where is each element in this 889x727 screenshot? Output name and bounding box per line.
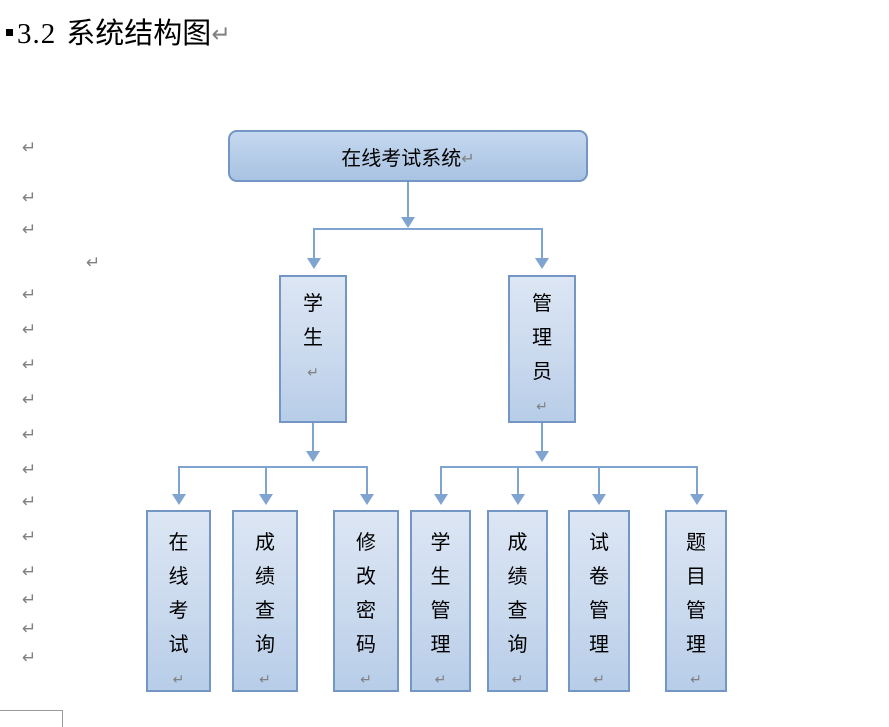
node-student-label: 学生 ↵ xyxy=(300,277,327,390)
connector-line xyxy=(541,228,543,258)
connector-arrowhead-icon xyxy=(259,494,273,505)
square-bullet-icon xyxy=(6,29,13,36)
node-root-label: 在线考试系统↵ xyxy=(341,142,474,171)
connector-arrowhead-icon xyxy=(360,494,374,505)
connector-line xyxy=(407,182,409,217)
return-mark-icon: ↵ xyxy=(536,399,548,415)
margin-return-mark-icon: ↵ xyxy=(22,390,37,410)
node-change-password-label: 修改密码 ↵ xyxy=(353,512,380,697)
node-online-exam[interactable]: 在线考试 ↵ xyxy=(146,510,211,692)
margin-return-mark-icon: ↵ xyxy=(22,355,37,375)
connector-arrowhead-icon xyxy=(307,258,321,269)
node-score-query-admin-text: 成绩查询 xyxy=(507,532,528,656)
node-admin-label: 管理员 ↵ xyxy=(529,277,556,424)
margin-return-mark-icon: ↵ xyxy=(22,619,37,639)
node-score-query-student-text: 成绩查询 xyxy=(255,532,275,656)
return-mark-icon: ↵ xyxy=(434,672,447,688)
connector-arrowhead-icon xyxy=(172,494,186,505)
node-student-management[interactable]: 学生管理 ↵ xyxy=(410,510,471,692)
margin-return-mark-icon: ↵ xyxy=(22,285,37,305)
node-student[interactable]: 学生 ↵ xyxy=(279,275,347,423)
return-mark-icon: ↵ xyxy=(172,672,185,688)
node-online-exam-text: 在线考试 xyxy=(168,532,189,656)
margin-return-mark-icon: ↵ xyxy=(22,492,37,512)
margin-return-mark-icon: ↵ xyxy=(22,188,37,208)
node-score-query-student[interactable]: 成绩查询 ↵ xyxy=(232,510,298,692)
return-mark-icon: ↵ xyxy=(360,672,372,688)
node-root[interactable]: 在线考试系统↵ xyxy=(228,130,588,182)
margin-return-mark-icon: ↵ xyxy=(22,562,37,582)
node-question-management[interactable]: 题目管理 ↵ xyxy=(665,510,727,692)
node-student-management-label: 学生管理 ↵ xyxy=(427,512,454,697)
connector-line xyxy=(517,466,519,494)
return-mark-icon: ↵ xyxy=(593,672,605,688)
connector-line xyxy=(440,466,442,494)
connector-line xyxy=(366,466,368,494)
node-paper-management-label: 试卷管理 ↵ xyxy=(586,512,613,697)
connector-arrowhead-icon xyxy=(511,494,525,505)
connector-line xyxy=(313,228,542,230)
return-mark-icon: ↵ xyxy=(461,148,475,168)
connector-arrowhead-icon xyxy=(434,494,448,505)
connector-arrowhead-icon xyxy=(306,451,320,462)
node-student-text: 学生 xyxy=(303,293,323,349)
margin-return-mark-icon: ↵ xyxy=(22,425,37,445)
return-mark-icon: ↵ xyxy=(690,672,702,688)
connector-line xyxy=(696,466,698,494)
heading-number: 3.2 xyxy=(17,18,57,50)
return-mark-icon: ↵ xyxy=(307,365,319,381)
node-change-password-text: 修改密码 xyxy=(356,532,376,656)
connector-line xyxy=(178,466,180,494)
node-root-text: 在线考试系统 xyxy=(341,147,462,170)
node-admin-text: 管理员 xyxy=(532,293,552,383)
page-border-corner xyxy=(0,710,63,727)
node-admin[interactable]: 管理员 ↵ xyxy=(508,275,576,423)
return-mark-icon: ↵ xyxy=(259,672,271,688)
connector-line xyxy=(440,466,698,468)
connector-line xyxy=(541,423,543,451)
margin-return-mark-icon: ↵ xyxy=(22,320,37,340)
margin-return-mark-icon: ↵ xyxy=(22,138,37,158)
margin-return-mark-icon: ↵ xyxy=(22,460,37,480)
return-mark-icon: ↵ xyxy=(211,21,231,48)
connector-line xyxy=(312,423,314,451)
connector-line xyxy=(265,466,267,494)
connector-arrowhead-icon xyxy=(535,451,549,462)
margin-return-mark-icon: ↵ xyxy=(86,253,101,273)
node-change-password[interactable]: 修改密码 ↵ xyxy=(333,510,399,692)
node-score-query-student-label: 成绩查询 ↵ xyxy=(252,512,279,697)
node-online-exam-label: 在线考试 ↵ xyxy=(165,512,192,697)
margin-return-mark-icon: ↵ xyxy=(22,648,37,668)
connector-arrowhead-icon xyxy=(401,217,415,228)
connector-line xyxy=(313,228,315,258)
node-question-management-label: 题目管理 ↵ xyxy=(683,512,710,697)
connector-line xyxy=(598,466,600,494)
node-score-query-admin[interactable]: 成绩查询 ↵ xyxy=(487,510,548,692)
node-score-query-admin-label: 成绩查询 ↵ xyxy=(504,512,531,697)
node-student-management-text: 学生管理 xyxy=(430,532,451,656)
connector-line xyxy=(178,466,368,468)
margin-return-mark-icon: ↵ xyxy=(22,590,37,610)
connector-arrowhead-icon xyxy=(535,258,549,269)
connector-arrowhead-icon xyxy=(592,494,606,505)
return-mark-icon: ↵ xyxy=(511,672,524,688)
node-question-management-text: 题目管理 xyxy=(686,532,706,656)
heading-text: 系统结构图 xyxy=(66,18,212,50)
connector-arrowhead-icon xyxy=(690,494,704,505)
node-paper-management-text: 试卷管理 xyxy=(589,532,609,656)
page-title: 3.2 系统结构图↵ xyxy=(6,16,231,53)
margin-return-mark-icon: ↵ xyxy=(22,527,37,547)
node-paper-management[interactable]: 试卷管理 ↵ xyxy=(568,510,630,692)
margin-return-mark-icon: ↵ xyxy=(22,220,37,240)
